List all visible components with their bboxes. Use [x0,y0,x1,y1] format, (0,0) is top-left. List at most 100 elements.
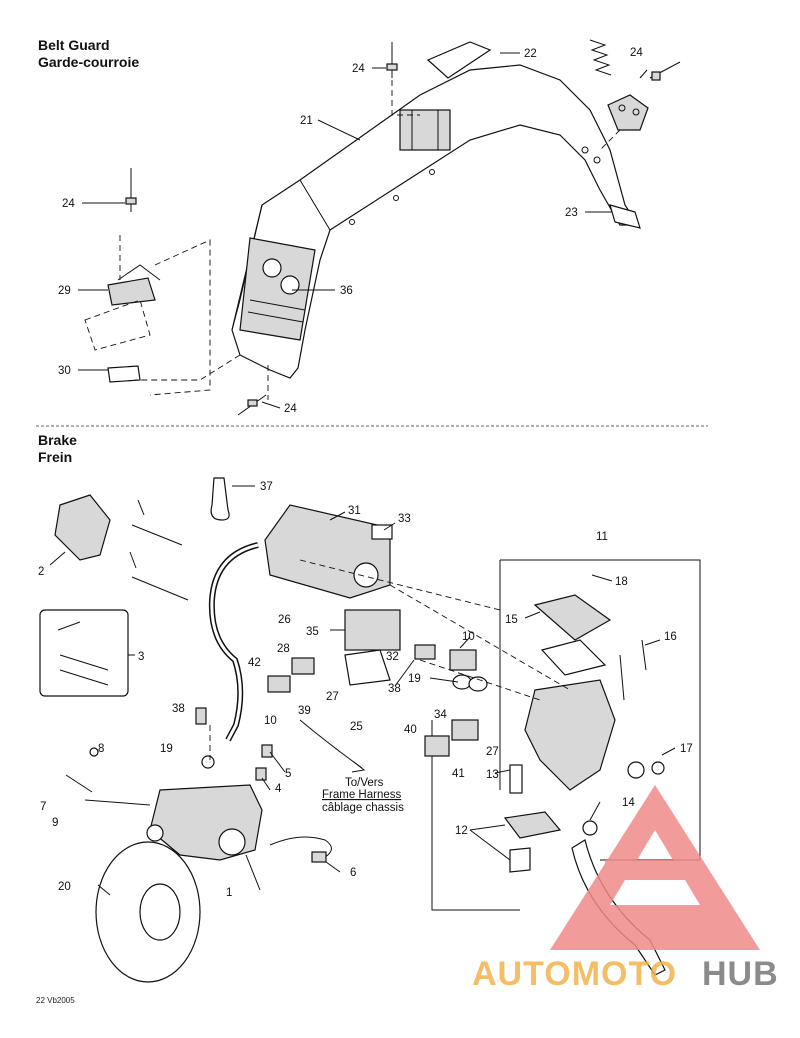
callout-19: 19 [408,673,421,685]
callout-16: 16 [664,631,677,643]
callout-40: 40 [404,724,417,736]
callout-5: 5 [285,768,291,780]
strap-23 [609,204,641,229]
callout-24: 24 [630,47,643,59]
lever-12 [503,811,562,839]
callout-38: 38 [388,683,401,695]
label-circle-2 [280,275,300,295]
callout-30: 30 [58,365,71,377]
label-circle-1 [262,258,282,278]
callout-15: 15 [505,614,518,626]
callout-14: 14 [622,797,635,809]
switch-35 [344,609,401,651]
section-title-en: Brake [38,432,77,448]
callout-2: 2 [38,566,44,578]
footer-reference: 22 Vb2005 [36,996,75,1005]
section-title-fr: Frein [38,449,73,465]
callout-11: 11 [596,531,608,543]
top-bracket [399,109,451,151]
section-title-en: Belt Guard [38,37,110,53]
rivet-24-right [649,61,681,81]
connector-40 [424,735,450,757]
watermark-text-hub: HUB [702,955,779,993]
callout-28: 28 [277,643,290,655]
callout-13: 13 [486,769,499,781]
note-to-vers: To/Vers [345,777,384,789]
callout-42: 42 [248,657,261,669]
callout-39: 39 [298,705,311,717]
note-frame-harness: Frame Harness [322,789,401,801]
reservoir-cover-15 [533,594,612,641]
rivet-24-bottom [237,394,267,416]
callout-32: 32 [386,651,399,663]
automotohub-watermark: AUTOMOTO HUB [472,785,779,993]
callout-23: 23 [565,207,578,219]
callout-7: 7 [40,801,46,813]
belt-guard-group [78,39,681,416]
callout-4: 4 [275,783,282,795]
fitting-10 [449,649,477,671]
callout-38: 38 [172,703,185,715]
bolt-38-lower [195,707,207,725]
callout-10: 10 [264,715,277,727]
callout-29: 29 [58,285,71,297]
callout-24: 24 [284,403,297,415]
bracket-29 [107,277,156,306]
callout-22: 22 [524,48,537,60]
pin-13 [509,764,523,794]
callout-18: 18 [615,576,628,588]
callout-37: 37 [260,481,273,493]
connector-34 [451,719,479,741]
callout-36: 36 [340,285,353,297]
callout-35: 35 [306,626,319,638]
callout-21: 21 [300,115,313,127]
plate-30 [107,365,141,383]
callout-12: 12 [455,825,468,837]
nut-14 [582,820,598,836]
callout-24: 24 [62,198,75,210]
callout-9: 9 [52,817,58,829]
right-clip [607,94,649,131]
bracket-2 [54,494,111,561]
spring-right [589,39,612,76]
linkage-9 [84,799,151,806]
callout-27: 27 [486,746,499,758]
note-cablage-chassis: câblage chassis [322,802,404,814]
watermark-triangle-icon [550,785,760,950]
callout-24: 24 [352,63,365,75]
cable-tie-37 [210,477,230,521]
callout-19: 19 [160,743,173,755]
callout-17: 17 [680,743,693,755]
callout-8: 8 [98,743,104,755]
nipple-4 [255,767,267,781]
callout-34: 34 [434,709,447,721]
connector-28 [291,657,315,675]
rivet-24-left [125,168,137,212]
callout-1: 1 [226,887,232,899]
cable-6 [269,836,332,861]
connector-42 [267,675,291,693]
rivet-24-top [386,42,398,78]
callout-26: 26 [278,614,291,626]
plate-32 [344,649,391,686]
callout-33: 33 [398,513,411,525]
callout-20: 20 [58,881,71,893]
section-title-fr: Garde-courroie [38,54,140,70]
bleeder-5 [261,744,273,758]
callout-41: 41 [452,768,465,780]
kit-box-3 [39,609,129,697]
callout-31: 31 [348,505,361,517]
callout-6: 6 [350,867,356,879]
callout-27: 27 [326,691,339,703]
decal-22 [426,41,492,79]
watermark-text-automoto: AUTOMOTO [472,955,677,993]
callout-10: 10 [462,631,475,643]
belt-guard-label [239,237,316,341]
callout-25: 25 [350,721,363,733]
callout-3: 3 [138,651,144,663]
master-cylinder [524,679,616,791]
washer-17 [627,761,645,779]
section-title-belt-guard: Belt Guard Garde-courroie [38,37,139,71]
section-title-brake: Brake Frein [38,432,77,466]
